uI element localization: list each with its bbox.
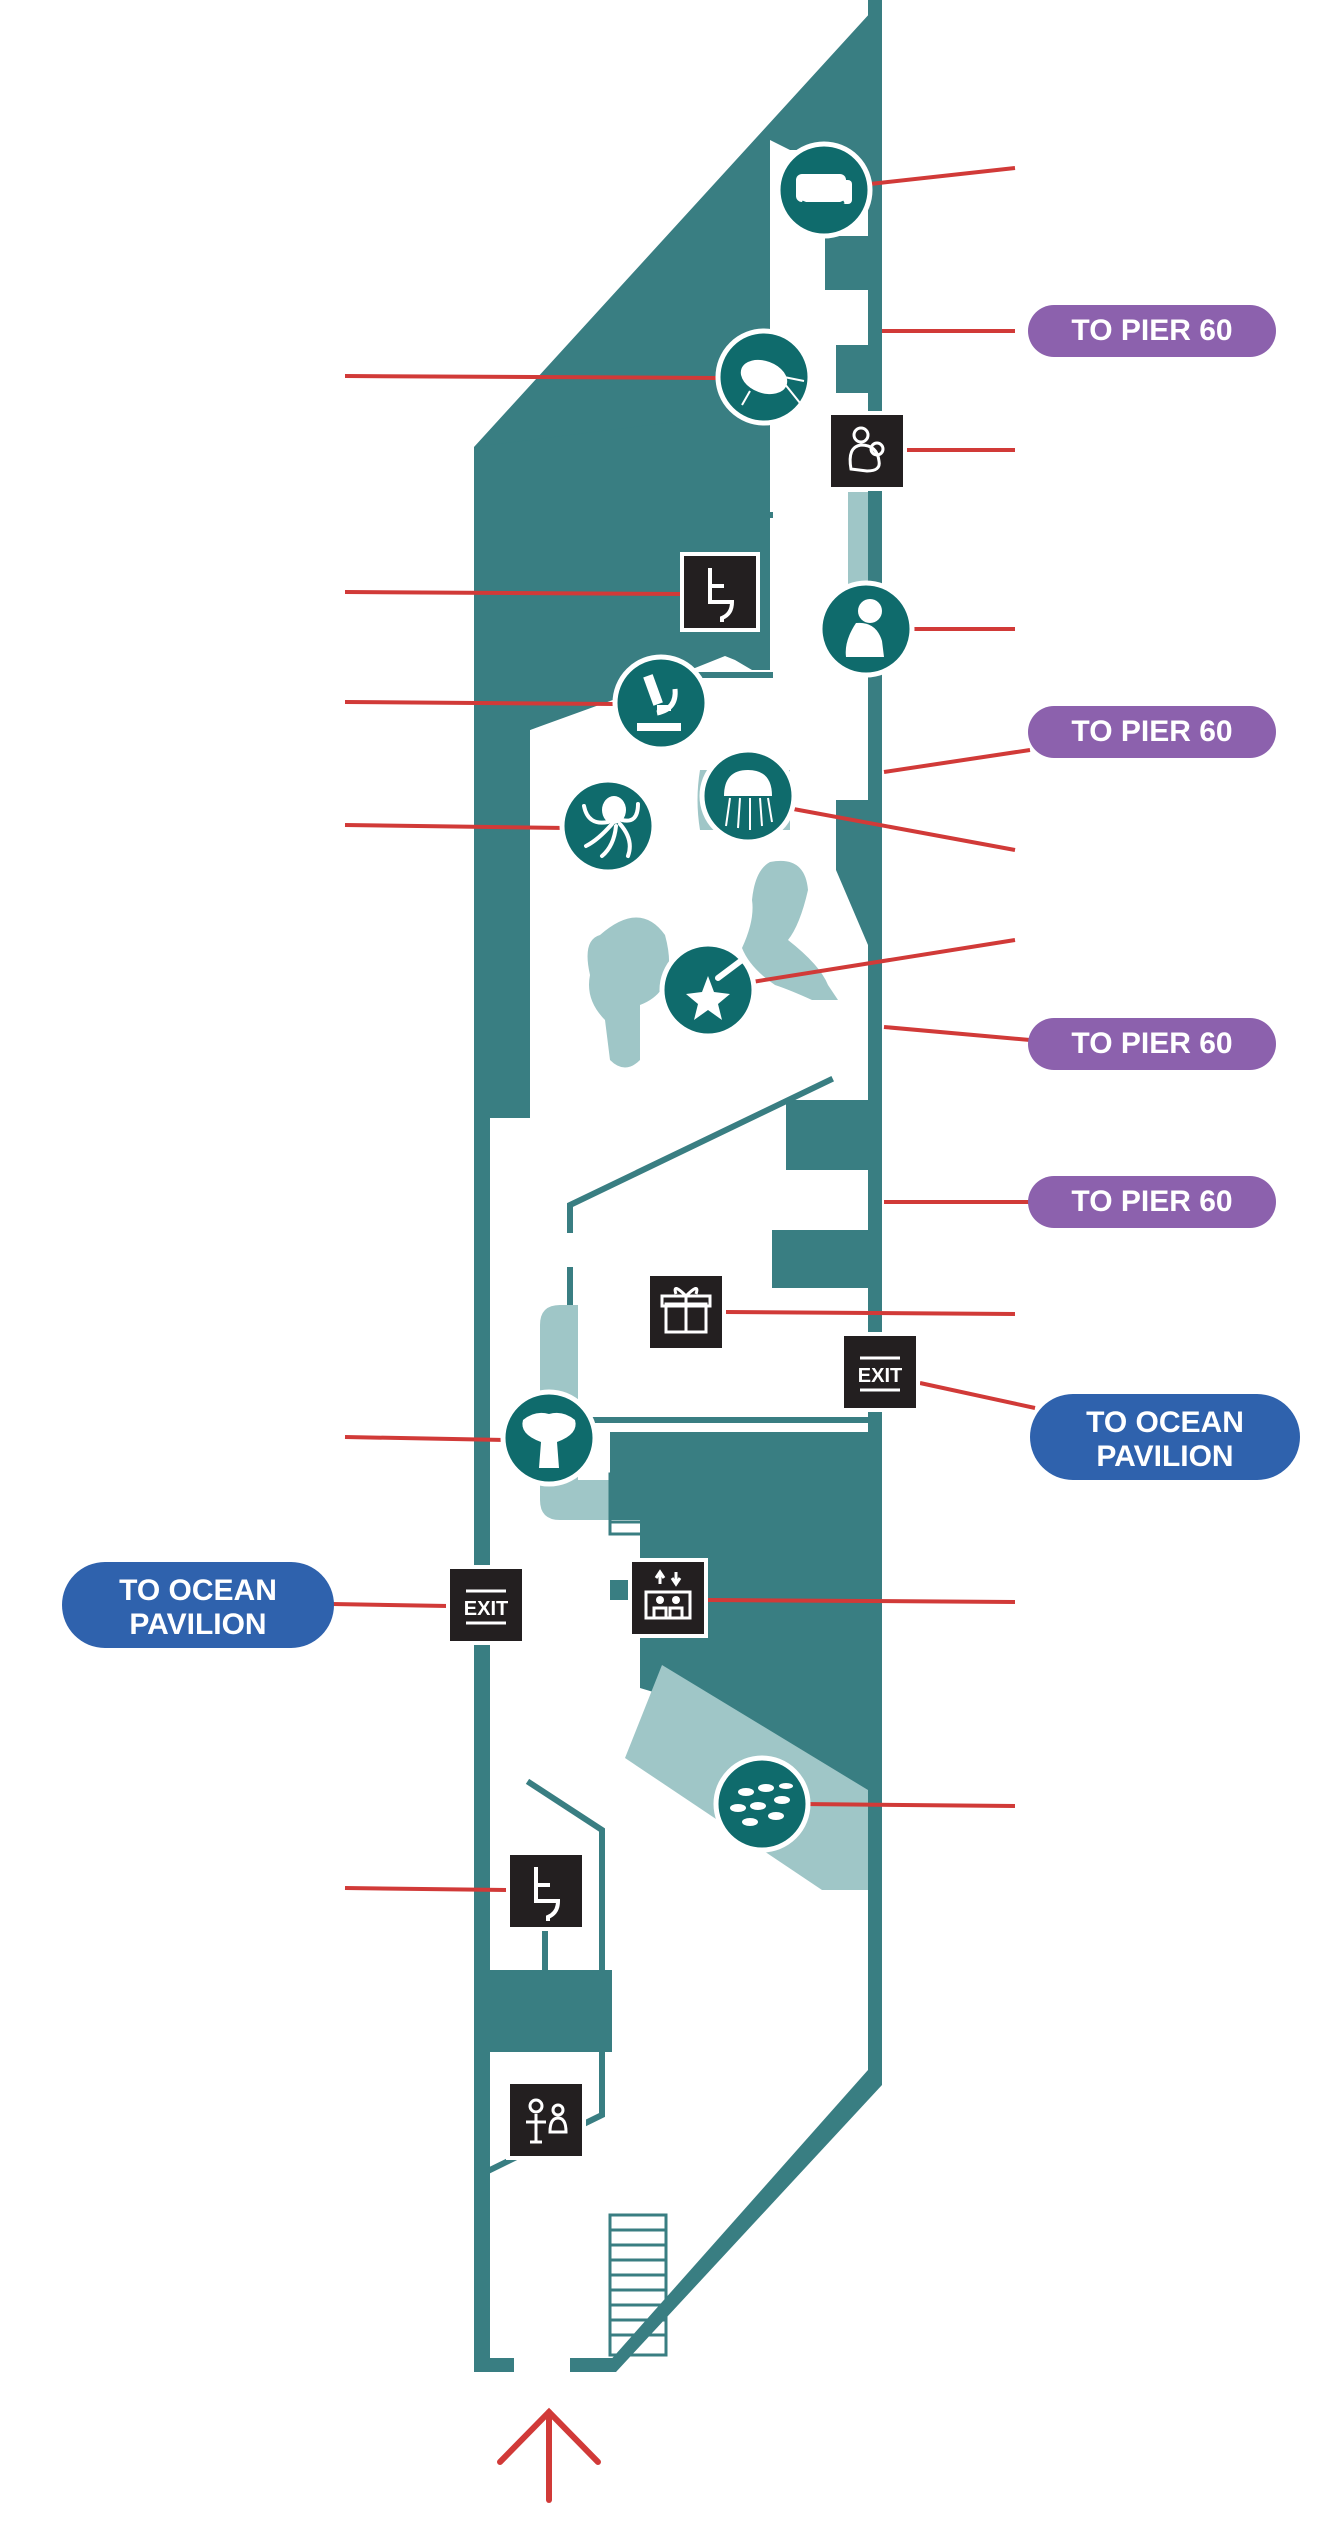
pill-to-pier-60-b[interactable]: TO PIER 60 — [1028, 706, 1276, 758]
west-lower-block — [474, 1970, 612, 2052]
south-wall-right — [570, 2358, 616, 2372]
exit-label: EXIT — [858, 1365, 902, 1387]
microscope-icon[interactable] — [612, 654, 710, 752]
pill-label: TO PIER 60 — [1071, 1185, 1232, 1218]
exit-icon[interactable]: EXIT — [840, 1332, 920, 1412]
sea-star-touch-icon[interactable] — [659, 941, 757, 1039]
gift-shop-icon[interactable] — [646, 1272, 726, 1352]
south-east-diagonal-wall — [600, 2070, 882, 2372]
pill-label-line2: PAVILION — [129, 1608, 266, 1641]
pill-to-ocean-pavilion-west[interactable]: TO OCEAN PAVILION — [62, 1562, 334, 1648]
jellyfish-icon[interactable] — [699, 747, 797, 845]
entrance-arrow-icon — [497, 2407, 601, 2503]
building-walls — [474, 0, 882, 2372]
fish-school-icon[interactable] — [713, 1755, 811, 1853]
west-wall — [474, 447, 490, 2372]
leader-lines — [331, 166, 1036, 1892]
pill-to-pier-60-c[interactable]: TO PIER 60 — [1028, 1018, 1276, 1070]
nursing-room-icon[interactable] — [827, 411, 907, 491]
pill-label-line2: PAVILION — [1096, 1440, 1233, 1473]
central-dark-block — [610, 1432, 868, 1800]
touch-pool-left — [587, 917, 670, 1068]
vr-headset-icon[interactable] — [775, 141, 873, 239]
pill-to-pier-60-d[interactable]: TO PIER 60 — [1028, 1176, 1276, 1228]
exit-label: EXIT — [464, 1598, 508, 1620]
stairs-middle — [608, 1472, 672, 1536]
anemone-icon[interactable] — [500, 1389, 598, 1487]
south-wall-left — [474, 2358, 514, 2372]
restroom-icon[interactable] — [680, 552, 760, 632]
exit-icon[interactable]: EXIT — [446, 1565, 526, 1645]
pill-label: TO PIER 60 — [1071, 1027, 1232, 1060]
gallery-divider — [567, 1075, 835, 1233]
pill-to-ocean-pavilion-east[interactable]: TO OCEAN PAVILION — [1030, 1394, 1300, 1480]
west-exhibit-block — [474, 420, 690, 1118]
touch-pool-right — [742, 860, 838, 1000]
pill-label-line1: TO OCEAN — [1086, 1406, 1244, 1439]
octopus-icon[interactable] — [559, 777, 657, 875]
pill-label-line1: TO OCEAN — [119, 1574, 277, 1607]
stairs-south — [608, 2213, 668, 2357]
pill-to-pier-60-a[interactable]: TO PIER 60 — [1028, 305, 1276, 357]
elevator-icon[interactable] — [628, 1558, 708, 1638]
east-block-1 — [786, 1100, 868, 1170]
east-block-3 — [836, 345, 868, 393]
child-explorer-icon[interactable] — [817, 580, 915, 678]
restroom-icon[interactable] — [506, 1851, 586, 1931]
east-wall — [868, 0, 882, 2080]
family-restroom-icon[interactable] — [506, 2080, 586, 2160]
pill-label: TO PIER 60 — [1071, 715, 1232, 748]
pill-label: TO PIER 60 — [1071, 314, 1232, 347]
copepod-icon[interactable] — [715, 328, 813, 426]
east-wedge — [836, 800, 868, 945]
east-block-2 — [772, 1230, 868, 1288]
